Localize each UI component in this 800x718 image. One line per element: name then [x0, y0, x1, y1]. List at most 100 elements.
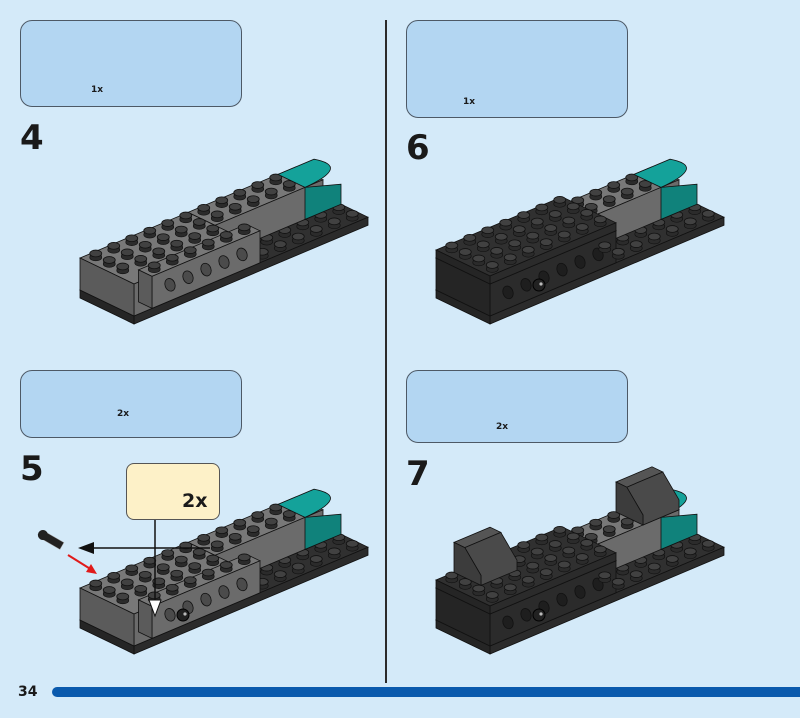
sub-assembly-callout: 2x — [126, 463, 220, 520]
stud-top — [273, 570, 287, 578]
stud-top — [472, 584, 486, 593]
stud-top — [535, 533, 549, 542]
stud — [161, 219, 175, 231]
stud — [233, 188, 247, 201]
stud — [165, 583, 179, 596]
stud — [494, 232, 508, 245]
stud-top — [219, 561, 233, 569]
stud — [629, 240, 643, 252]
technic-hole — [164, 608, 176, 622]
stud — [174, 225, 188, 238]
stud-top — [557, 230, 571, 239]
stud-top — [251, 511, 265, 519]
parts-list-step-4: 1x — [20, 20, 242, 107]
stud-top — [530, 217, 544, 226]
stud — [557, 230, 571, 243]
stud-top — [490, 247, 504, 255]
stud-top — [535, 203, 549, 212]
stud-top — [215, 526, 229, 535]
stud — [192, 218, 206, 230]
stud — [228, 202, 242, 215]
teal-front — [304, 183, 342, 221]
stud-top — [345, 539, 359, 548]
stud — [476, 240, 490, 253]
stud-top — [264, 517, 278, 526]
stud — [246, 525, 260, 537]
stud — [512, 225, 526, 237]
stud — [517, 541, 531, 553]
stud — [620, 517, 634, 530]
stud — [562, 216, 576, 229]
stud — [107, 572, 121, 584]
stud-top — [683, 547, 697, 556]
stud — [544, 554, 558, 566]
pin-stud — [37, 530, 48, 540]
stud — [228, 532, 242, 545]
side-face — [435, 579, 491, 615]
stud — [701, 209, 715, 222]
technic-hole — [164, 278, 176, 292]
stud-top — [206, 224, 220, 233]
stud-top — [161, 549, 175, 557]
part-qty: 2x — [117, 409, 130, 419]
stud-top — [134, 255, 148, 263]
stud-top — [183, 246, 197, 254]
stud — [589, 188, 603, 201]
stud-top — [607, 511, 621, 519]
stud — [120, 248, 134, 261]
stud — [589, 518, 603, 531]
stud-top — [273, 240, 287, 248]
stud-top — [445, 571, 459, 580]
stud — [611, 577, 625, 590]
stud — [215, 526, 229, 538]
stud-top — [233, 188, 247, 197]
stud — [562, 546, 576, 559]
stud-top — [476, 240, 490, 249]
pin-highlight — [539, 612, 543, 616]
stud-top — [503, 583, 517, 592]
stud — [575, 223, 589, 235]
teal-curved-slope — [277, 158, 342, 221]
stud-top — [174, 225, 188, 234]
stud — [120, 578, 134, 591]
stud-top — [602, 195, 616, 203]
stud — [237, 223, 251, 236]
stud — [472, 584, 486, 597]
parts-list-step-7: 2x — [406, 370, 628, 443]
stud — [291, 562, 305, 575]
side-face — [79, 587, 135, 647]
technic-hole — [502, 615, 514, 630]
technic-hole — [218, 255, 230, 269]
stud-top — [179, 211, 193, 220]
stud — [580, 539, 594, 551]
stud-top — [638, 180, 652, 188]
stud — [210, 540, 224, 553]
technic-hole — [574, 585, 586, 599]
stud-top — [589, 518, 603, 527]
stud-top — [598, 571, 612, 580]
stud-top — [174, 555, 188, 564]
stud-top — [629, 240, 643, 248]
stud — [251, 181, 265, 193]
stud — [215, 196, 229, 208]
stud-top — [512, 225, 526, 233]
technic-hole — [200, 262, 212, 277]
teal-front — [660, 513, 698, 551]
stud-top — [120, 248, 134, 257]
stud — [134, 585, 148, 597]
stud — [553, 526, 567, 538]
stud — [170, 569, 184, 582]
teal-top — [277, 488, 331, 518]
stud-top — [665, 225, 679, 233]
part-qty: 2x — [496, 422, 509, 432]
side-face — [138, 269, 153, 310]
stud — [264, 517, 278, 530]
stud-top — [165, 583, 179, 592]
stud-top — [309, 225, 323, 233]
stud-top — [517, 541, 531, 549]
stud-top — [562, 546, 576, 555]
stud-top — [291, 232, 305, 241]
stud — [485, 261, 499, 273]
stud — [273, 240, 287, 252]
stud — [345, 539, 359, 552]
